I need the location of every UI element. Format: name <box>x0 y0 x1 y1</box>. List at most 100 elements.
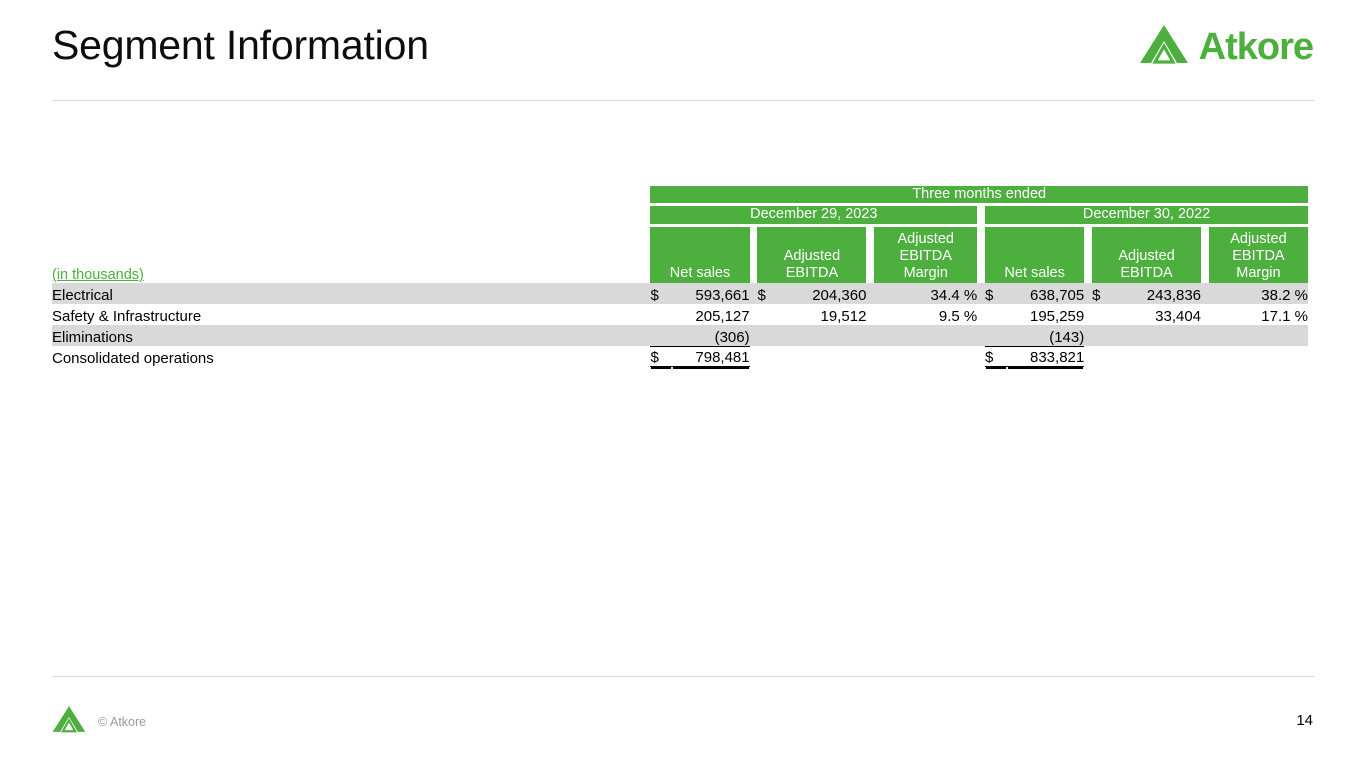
cell-gap <box>1084 345 1093 367</box>
value-net-sales-2023-total: 798,481 <box>672 345 750 367</box>
col-header-line3: Margin <box>903 265 948 282</box>
currency-symbol <box>1092 324 1114 346</box>
atkore-triangle-icon <box>52 704 86 739</box>
header-gap-row <box>52 203 1308 207</box>
value-adj-ebitda-2022: 33,404 <box>1113 303 1202 325</box>
cell-gap <box>866 303 875 325</box>
cell-gap <box>977 345 986 367</box>
value-adj-ebitda-2023 <box>779 324 867 346</box>
col-header-adj-margin-2022: Adjusted EBITDA Margin <box>1208 226 1308 283</box>
currency-symbol: $ <box>985 282 1007 304</box>
group-date-2023: December 29, 2023 <box>650 206 978 224</box>
currency-symbol <box>1092 303 1114 325</box>
cell-gap <box>749 282 758 304</box>
col-gap <box>1201 226 1209 283</box>
cell-gap <box>1201 345 1209 367</box>
table-header-period-row: Three months ended <box>52 186 1308 204</box>
period-header: Three months ended <box>650 186 1308 204</box>
cell-gap <box>977 303 986 325</box>
cell-gap <box>1084 282 1093 304</box>
currency-symbol <box>757 345 780 367</box>
spacer-cell <box>52 206 650 223</box>
footer-brand: © Atkore <box>52 704 146 739</box>
row-label: Safety & Infrastructure <box>52 303 651 325</box>
col-header-net-sales-2023: Net sales <box>650 226 750 283</box>
cell-gap <box>1201 324 1209 346</box>
segment-information-table: Three months ended December 29, 2023 Dec… <box>52 186 1308 367</box>
table-row: Electrical $ 593,661 $ 204,360 34.4 % $ … <box>52 282 1308 304</box>
currency-symbol: $ <box>985 345 1007 367</box>
brand-logo: Atkore <box>1139 24 1314 69</box>
currency-symbol <box>1092 345 1114 367</box>
col-header-adj-margin-2023: Adjusted EBITDA Margin <box>874 226 978 283</box>
cell-gap <box>749 303 758 325</box>
currency-symbol <box>650 324 673 346</box>
col-gap <box>1084 226 1093 283</box>
row-label: Electrical <box>52 282 651 304</box>
currency-symbol: $ <box>757 282 780 304</box>
value-adj-margin-2023: 34.4 % <box>874 282 978 304</box>
value-net-sales-2022: (143) <box>1006 324 1085 346</box>
value-net-sales-2022: 638,705 <box>1006 282 1085 304</box>
currency-symbol <box>757 324 780 346</box>
value-adj-margin-2023: 9.5 % <box>874 303 978 325</box>
spacer-cell <box>52 186 650 203</box>
cell-gap <box>1084 303 1093 325</box>
value-adj-ebitda-2023-total <box>779 345 867 367</box>
atkore-triangle-icon <box>1139 24 1189 69</box>
cell-gap <box>749 345 758 367</box>
col-header-line1: Adjusted <box>897 230 954 247</box>
table-header-columns-row: (in thousands) Net sales Adjusted EBITDA… <box>52 226 1308 283</box>
col-header-line2: EBITDA <box>899 248 952 264</box>
value-adj-ebitda-2022: 243,836 <box>1113 282 1202 304</box>
value-net-sales-2023: 205,127 <box>672 303 750 325</box>
currency-symbol <box>985 303 1007 325</box>
cell-gap <box>866 282 875 304</box>
copyright-text: © Atkore <box>98 714 147 729</box>
col-header-net-sales-2022: Net sales <box>985 226 1085 283</box>
page-title: Segment Information <box>52 22 429 68</box>
col-gap <box>749 226 758 283</box>
col-header-adj-ebitda-2022: Adjusted EBITDA <box>1092 226 1202 283</box>
table-header-dates-row: December 29, 2023 December 30, 2022 <box>52 206 1308 224</box>
currency-symbol: $ <box>650 345 673 367</box>
currency-symbol: $ <box>650 282 673 304</box>
cell-gap <box>977 324 986 346</box>
header-gap-row-2 <box>52 223 1308 227</box>
title-divider <box>52 100 1314 101</box>
value-net-sales-2022-total: 833,821 <box>1006 345 1085 367</box>
brand-wordmark: Atkore <box>1198 25 1314 68</box>
currency-symbol <box>650 303 673 325</box>
group-date-2022: December 30, 2022 <box>985 206 1308 224</box>
row-label: Eliminations <box>52 324 651 346</box>
currency-symbol <box>757 303 780 325</box>
col-header-line1: Adjusted <box>1230 230 1287 247</box>
value-adj-ebitda-2022 <box>1113 324 1202 346</box>
col-header-line2: EBITDA <box>785 265 839 282</box>
table-row-total: Consolidated operations $ 798,481 $ 833,… <box>52 345 1308 367</box>
value-adj-margin-2022 <box>1208 324 1308 346</box>
table-row: Safety & Infrastructure 205,127 19,512 9… <box>52 303 1308 325</box>
value-adj-margin-2023-total <box>874 345 978 367</box>
col-header-line1: Adjusted <box>1118 248 1175 264</box>
value-adj-ebitda-2023: 204,360 <box>779 282 867 304</box>
table-row: Eliminations (306) (143) <box>52 324 1308 346</box>
row-label: Consolidated operations <box>52 345 651 367</box>
units-label: (in thousands) <box>52 266 144 283</box>
col-header-line3: Margin <box>1236 265 1281 282</box>
cell-gap <box>1084 324 1093 346</box>
value-adj-ebitda-2023: 19,512 <box>779 303 867 325</box>
value-adj-margin-2022-total <box>1208 345 1308 367</box>
col-header-line2: EBITDA <box>1120 265 1173 282</box>
value-net-sales-2022: 195,259 <box>1006 303 1085 325</box>
group-gap <box>977 206 986 224</box>
col-header-adj-ebitda-2023: Adjusted EBITDA <box>757 226 867 283</box>
cell-gap <box>1201 303 1209 325</box>
value-net-sales-2023: (306) <box>672 324 750 346</box>
footer-divider <box>52 676 1314 677</box>
cell-gap <box>977 282 986 304</box>
cell-gap <box>1201 282 1209 304</box>
value-adj-margin-2022: 38.2 % <box>1208 282 1308 304</box>
value-adj-ebitda-2022-total <box>1113 345 1202 367</box>
cell-gap <box>749 324 758 346</box>
